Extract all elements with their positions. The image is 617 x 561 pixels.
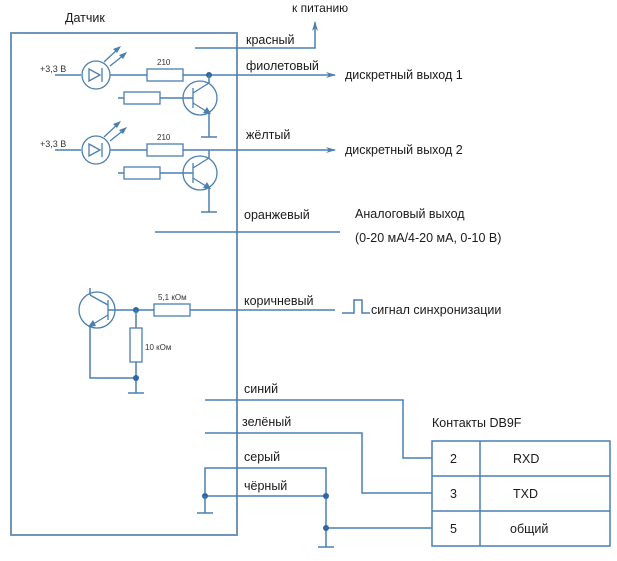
resistor-5k1 [153, 303, 191, 317]
resistor-210-1 [146, 68, 184, 82]
resistor-value-1: 210 [157, 58, 171, 67]
supply-label-1: +3,3 В [40, 64, 66, 74]
base-resistor-1 [123, 91, 161, 105]
supply-label-2: +3,3 В [40, 139, 66, 149]
wire-blue-label: синий [244, 382, 278, 396]
sensor-frame [10, 32, 238, 536]
resistor-10k-label: 10 кОм [145, 343, 171, 352]
pulse-icon [342, 299, 370, 314]
resistor-10k [129, 327, 143, 363]
discrete-channel-2: +3,3 В 210 жёлтый дискретный выход [40, 121, 463, 213]
wire-black-label: чёрный [244, 479, 287, 493]
wire-yellow-label: жёлтый [246, 128, 290, 142]
sync-label: сигнал синхронизации [371, 303, 501, 317]
pin-signal: TXD [513, 487, 538, 501]
power-label: к питанию [292, 1, 348, 15]
transistor-icon [182, 80, 218, 116]
pin-signal: RXD [513, 452, 539, 466]
resistor-5k1-label: 5,1 кОм [158, 293, 187, 302]
resistor-value-2: 210 [157, 133, 171, 142]
led-icon [81, 121, 127, 165]
wire-grey-label: серый [244, 450, 280, 464]
base-resistor-2 [123, 166, 161, 180]
connector-title: Контакты DB9F [432, 416, 522, 430]
discrete-output-2-label: дискретный выход 2 [345, 143, 463, 157]
wire-brown-label: коричневый [244, 294, 313, 308]
pin-signal: общий [510, 522, 548, 536]
led-icon [81, 46, 127, 90]
wire-violet-label: фиолетовый [246, 59, 319, 73]
connector-row: 2 RXD [450, 452, 539, 466]
discrete-output-1-label: дискретный выход 1 [345, 68, 463, 82]
wire-green-label: зелёный [242, 415, 291, 429]
serial-wires: синий зелёный серый чёрный [197, 382, 432, 548]
analog-range: (0-20 мА/4-20 мА, 0-10 В) [355, 231, 501, 245]
db9f-connector: Контакты DB9F 2 RXD 3 TXD 5 общий [431, 416, 611, 547]
wire-orange-label: оранжевый [244, 208, 310, 222]
pin-number: 2 [450, 452, 457, 466]
pin-number: 5 [450, 522, 457, 536]
wire-red: красный к питанию [195, 1, 348, 49]
sensor-title: Датчик [65, 11, 105, 25]
analog-title: Аналоговый выход [355, 207, 465, 221]
analog-output: оранжевый Аналоговый выход (0-20 мА/4-20… [155, 207, 501, 245]
resistor-210-2 [146, 143, 184, 157]
pin-number: 3 [450, 487, 457, 501]
connector-row: 5 общий [450, 522, 548, 536]
wire-red-label: красный [246, 33, 295, 47]
discrete-channel-1: +3,3 В 210 фиолетовый дискрет [40, 46, 463, 138]
sync-circuit: 5,1 кОм 10 кОм коричневый сигнал синхрон… [78, 288, 501, 394]
connector-row: 3 TXD [450, 487, 538, 501]
transistor-icon [182, 155, 218, 191]
